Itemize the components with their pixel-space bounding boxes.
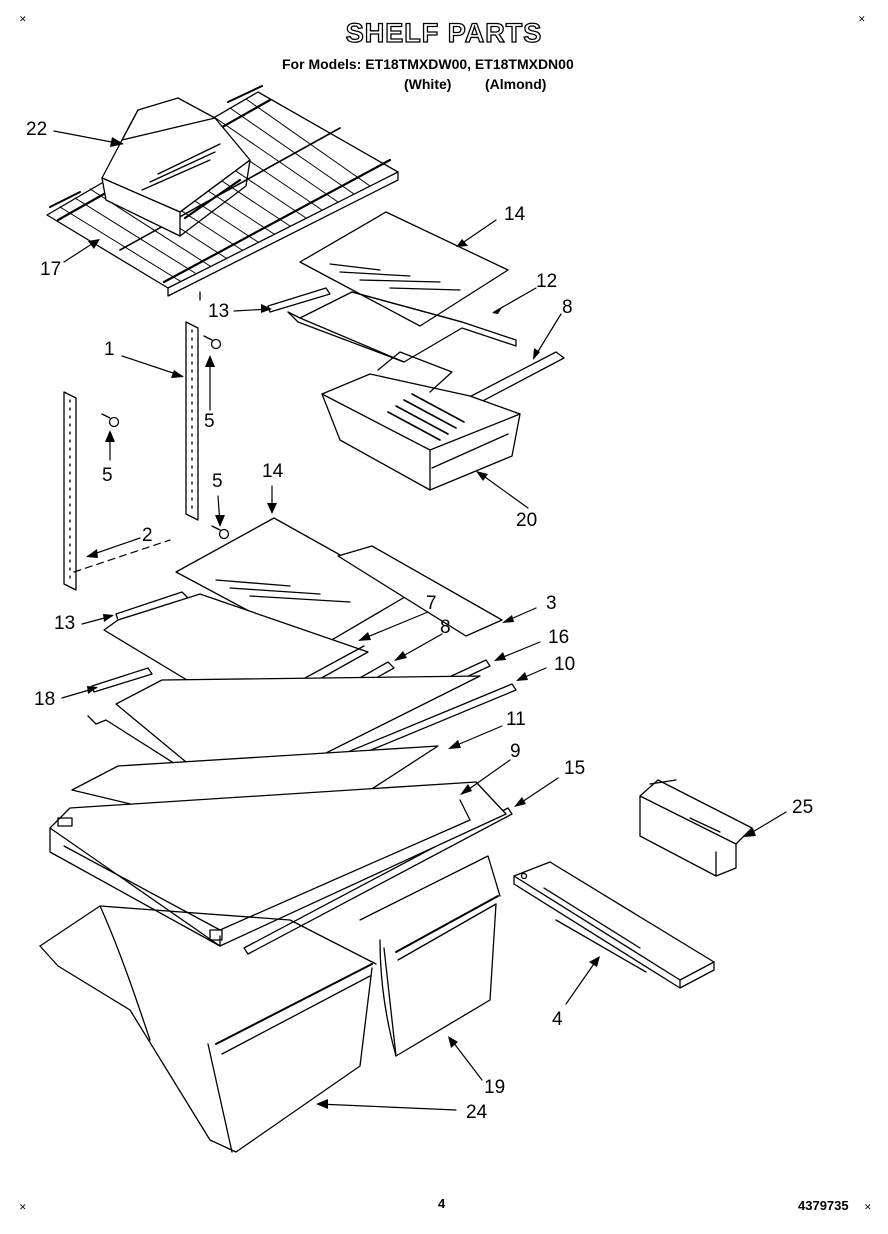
registration-mark: ✕ [19, 1203, 27, 1213]
callout-2: 2 [142, 525, 153, 546]
callout-7: 7 [426, 593, 437, 614]
callout-4: 4 [552, 1009, 563, 1030]
callout-5: 5 [102, 465, 113, 486]
callout-5: 5 [212, 471, 223, 492]
callout-13: 13 [208, 301, 230, 322]
callout-arrowheads [86, 137, 756, 1109]
shelf-rail-part-1 [185, 321, 199, 521]
callout-12: 12 [536, 271, 558, 292]
page-number: 4 [438, 1196, 446, 1211]
callout-14: 14 [504, 204, 526, 225]
callout-3: 3 [546, 593, 557, 614]
screw-part-5 [101, 413, 120, 428]
callout-1: 1 [104, 339, 115, 360]
callout-11: 11 [506, 709, 526, 730]
screw-part-5 [203, 335, 222, 350]
shelf-rail-part-2 [63, 391, 77, 591]
models-list: ET18TMXDW00, ET18TMXDN00 [365, 56, 574, 72]
color-white: (White) [404, 76, 452, 92]
trim-part-15 [243, 807, 513, 955]
shelf-frame-part-12 [287, 291, 517, 363]
callout-19: 19 [484, 1077, 506, 1098]
callout-15: 15 [564, 758, 586, 779]
color-almond: (Almond) [485, 76, 547, 92]
trim-part-18 [91, 667, 153, 693]
callout-25: 25 [792, 797, 814, 818]
crisper-drawer-part-19 [359, 855, 501, 1057]
screw-part-5 [211, 525, 230, 540]
crisper-cover-frame [49, 781, 507, 947]
callout-5: 5 [204, 411, 215, 432]
part-number: 4379735 [798, 1198, 849, 1213]
crisper-drawer-part-20 [321, 351, 521, 491]
callout-8: 8 [440, 617, 451, 638]
bin-part-25 [639, 779, 753, 877]
callout-18: 18 [34, 689, 56, 710]
callout-10: 10 [554, 654, 576, 675]
callout-13: 13 [54, 613, 76, 634]
callout-24: 24 [466, 1102, 488, 1123]
registration-mark: ✕ [19, 15, 27, 25]
panel-part-3 [337, 545, 503, 637]
callout-14: 14 [262, 461, 284, 482]
bin-part-22 [101, 97, 251, 237]
callout-22: 22 [26, 119, 48, 140]
callout-16: 16 [548, 627, 570, 648]
glass-shelf-part-14-upper [299, 211, 509, 327]
callout-17: 17 [40, 259, 62, 280]
registration-mark: ✕ [858, 15, 866, 25]
wire-shelf-part-17 [46, 85, 399, 301]
callout-20: 20 [516, 510, 538, 531]
bracket-part-4 [513, 861, 715, 989]
registration-mark: ✕ [864, 1203, 872, 1213]
crisper-drawer-part-24 [39, 905, 377, 1153]
trim-part-13-upper [267, 287, 331, 313]
model-numbers: For Models: ET18TMXDW00, ET18TMXDN00 [282, 56, 574, 72]
callout-9: 9 [510, 741, 521, 762]
models-label: For Models: [282, 56, 362, 72]
callout-8: 8 [562, 297, 573, 318]
page-title: SHELF PARTS [345, 17, 543, 48]
